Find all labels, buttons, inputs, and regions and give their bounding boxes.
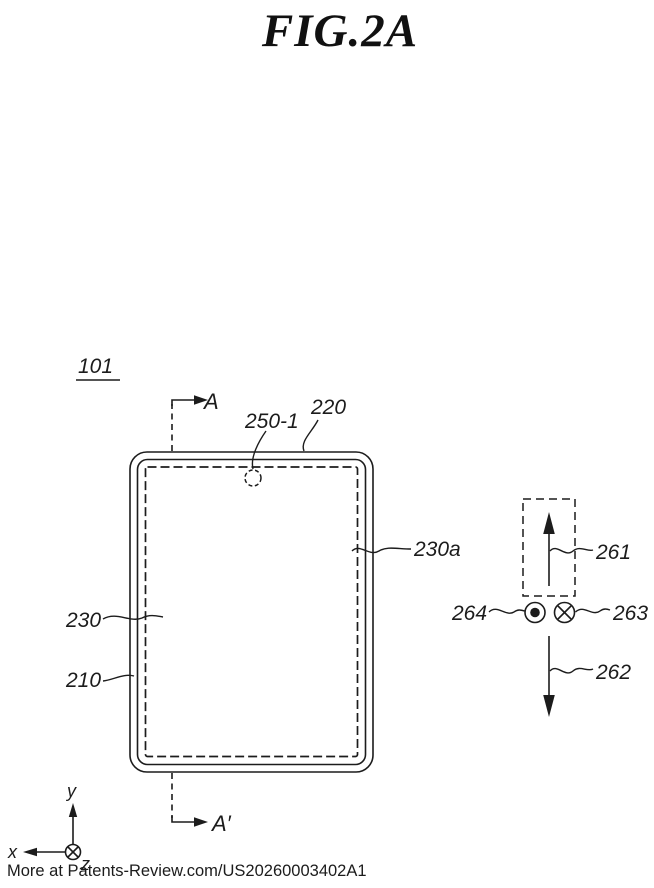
section-top-label: A xyxy=(202,389,219,414)
y-axis-arrow-icon xyxy=(68,803,78,817)
section-bottom-arrow-icon xyxy=(194,817,208,827)
device-outline xyxy=(129,451,374,773)
leader-250-1 xyxy=(251,430,267,470)
ref-220-label: 220 xyxy=(310,396,346,419)
section-bottom-label: A′ xyxy=(210,811,232,836)
coordinate-axes: y x z xyxy=(7,781,90,874)
ref-262-label: 262 xyxy=(595,661,631,684)
ref-250-1-label: 250-1 xyxy=(244,410,299,433)
z-axis-origin-circled-x-icon xyxy=(64,843,82,861)
y-axis-label: y xyxy=(65,781,77,801)
leader-261 xyxy=(549,547,594,554)
section-top-arrow-icon xyxy=(194,395,208,405)
leader-230a xyxy=(351,547,412,554)
circled-dot-center xyxy=(530,607,540,618)
origin-diag-2 xyxy=(67,846,79,858)
ref-230-label: 230 xyxy=(65,609,101,632)
section-line-top: A xyxy=(171,389,219,451)
circled-x-diag-2 xyxy=(557,605,572,620)
circled-dot-icon xyxy=(524,601,546,624)
section-bottom-corner-line xyxy=(171,816,196,823)
leader-264 xyxy=(488,608,525,614)
watermark-text: More at Patents-Review.com/US20260003402… xyxy=(7,862,367,880)
ref-230a-label: 230a xyxy=(413,538,461,561)
cover-inner-rect xyxy=(136,458,367,766)
down-arrow-icon xyxy=(543,695,555,717)
section-line-bottom: A′ xyxy=(171,773,232,836)
ref-210-label: 210 xyxy=(65,669,101,692)
direction-indicator: 261 264 263 262 xyxy=(451,498,648,717)
leader-230 xyxy=(102,614,164,620)
ref-263-label: 263 xyxy=(612,602,648,625)
x-axis-arrow-icon xyxy=(23,847,37,857)
section-top-corner-line xyxy=(171,399,196,406)
camera-hole-dashed-circle xyxy=(244,469,262,487)
figure-title: FIG.2A xyxy=(261,5,418,57)
leader-210 xyxy=(102,674,135,682)
display-area-dashed-rect xyxy=(144,466,359,758)
ref-264-label: 264 xyxy=(451,602,487,625)
x-axis-label: x xyxy=(7,842,18,862)
leader-263 xyxy=(575,608,611,614)
ref-101-label: 101 xyxy=(78,355,113,378)
housing-outer-rect xyxy=(129,451,374,773)
up-arrow-icon xyxy=(543,512,555,534)
leader-220 xyxy=(302,419,319,452)
z-axis-label: z xyxy=(80,854,90,874)
direction-dashed-box xyxy=(522,498,576,597)
circled-x-icon xyxy=(553,601,576,624)
reference-callouts: 250-1 220 230a 230 210 xyxy=(65,396,461,692)
leader-262 xyxy=(549,667,594,674)
ref-261-label: 261 xyxy=(595,541,631,564)
